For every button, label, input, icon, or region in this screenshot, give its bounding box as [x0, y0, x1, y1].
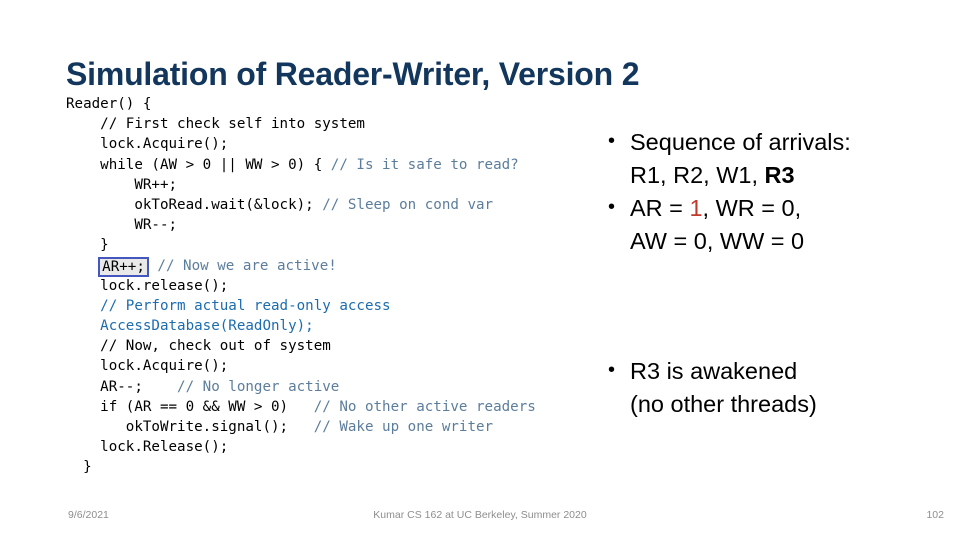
code-line: lock.Acquire();: [66, 134, 626, 154]
bullet-sequence-of-arrivals: Sequence of arrivals: R1, R2, W1, R3: [604, 125, 934, 192]
bullet-r3-awakened-line1: R3 is awakened: [630, 358, 798, 384]
code-text: okToRead.wait(&lock);: [134, 196, 314, 213]
footer-date: 9/6/2021: [68, 509, 109, 521]
code-comment: // No longer active: [142, 378, 340, 395]
bullet-ar-value: 1: [689, 195, 703, 221]
bullet-sequence-prefix: R1, R2, W1,: [630, 162, 765, 188]
code-line: }: [66, 235, 626, 255]
code-comment: // Is it safe to read?: [322, 156, 519, 173]
code-line: lock.Acquire();: [66, 356, 626, 376]
code-line: }: [66, 457, 626, 477]
bullet-group-outcome: R3 is awakened (no other threads): [604, 354, 934, 421]
code-text-emphasis: // Perform actual read-only access: [100, 297, 391, 314]
code-text: Reader() {: [66, 96, 152, 112]
code-line: AR++; // Now we are active!: [66, 256, 626, 277]
code-line: AccessDatabase(ReadOnly);: [66, 316, 626, 336]
code-text: WR++;: [134, 176, 178, 193]
code-block: Reader() { // First check self into syst…: [66, 94, 626, 478]
code-line: if (AR == 0 && WW > 0) // No other activ…: [66, 397, 626, 417]
code-text-emphasis: AccessDatabase(ReadOnly);: [100, 318, 314, 335]
code-line: lock.Release();: [66, 437, 626, 457]
code-line: // First check self into system: [66, 114, 626, 134]
code-comment: // No other active readers: [288, 398, 536, 415]
code-line: // Perform actual read-only access: [66, 296, 626, 316]
code-text: WR--;: [134, 217, 178, 234]
code-text: }: [83, 459, 92, 476]
code-text: // First check self into system: [100, 116, 365, 133]
bullet-group-state: Sequence of arrivals: R1, R2, W1, R3 AR …: [604, 125, 934, 258]
footer-page-number: 102: [926, 509, 944, 521]
bullet-ar-label: AR =: [630, 195, 690, 221]
code-line: WR++;: [66, 175, 626, 195]
code-text: AR--;: [100, 378, 143, 395]
bullet-sequence-values: R1, R2, W1, R3: [630, 159, 934, 192]
highlighted-statement: AR++;: [98, 256, 149, 277]
code-comment: // Now we are active!: [148, 257, 337, 274]
bullet-r3-awakened: R3 is awakened (no other threads): [604, 354, 934, 421]
bullet-sequence-label: Sequence of arrivals:: [630, 129, 851, 155]
code-text: }: [100, 237, 109, 254]
bullet-sequence-current-thread: R3: [764, 162, 795, 188]
code-text: if (AR == 0 && WW > 0): [100, 398, 289, 415]
code-comment: // Sleep on cond var: [313, 196, 494, 213]
code-text: lock.Acquire();: [100, 358, 229, 375]
code-line: okToRead.wait(&lock); // Sleep on cond v…: [66, 195, 626, 215]
code-text: okToWrite.signal();: [125, 419, 289, 435]
code-line: // Now, check out of system: [66, 336, 626, 356]
code-text: lock.Release();: [100, 439, 229, 456]
code-line: AR--; // No longer active: [66, 377, 626, 397]
code-line: while (AW > 0 || WW > 0) { // Is it safe…: [66, 155, 626, 175]
code-text: while (AW > 0 || WW > 0) {: [100, 156, 323, 173]
bullet-wr-label: , WR = 0,: [702, 195, 802, 221]
code-text: lock.Acquire();: [100, 136, 229, 153]
code-text: lock.release();: [100, 277, 229, 294]
page-title: Simulation of Reader-Writer, Version 2: [66, 56, 640, 92]
footer-attribution: Kumar CS 162 at UC Berkeley, Summer 2020: [373, 509, 587, 521]
bullet-counter-state: AR = 1, WR = 0, AW = 0, WW = 0: [604, 191, 934, 258]
code-text: // Now, check out of system: [100, 338, 331, 355]
code-line: okToWrite.signal(); // Wake up one write…: [66, 417, 626, 437]
code-comment: // Wake up one writer: [288, 419, 494, 435]
code-line: lock.release();: [66, 276, 626, 296]
code-line: Reader() {: [66, 94, 626, 114]
bullet-r3-awakened-line2: (no other threads): [630, 391, 817, 417]
bullet-aw-ww-label: AW = 0, WW = 0: [630, 228, 805, 254]
code-line: WR--;: [66, 215, 626, 235]
